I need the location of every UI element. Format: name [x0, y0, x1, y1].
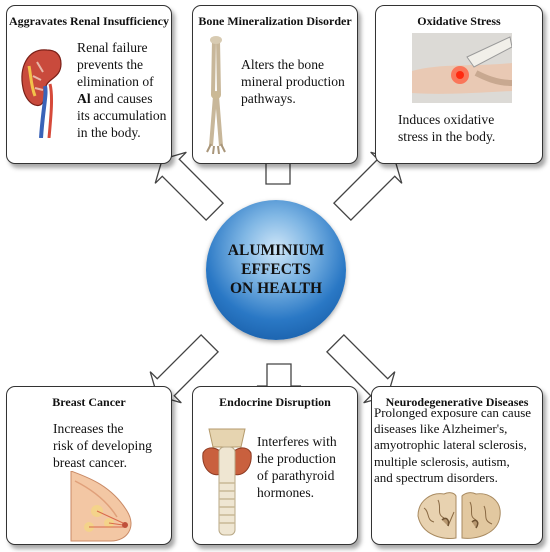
text-line: its accumulation — [77, 108, 167, 123]
bone-icon — [206, 36, 226, 154]
arrow-up-left — [154, 151, 225, 222]
text-line: Prolonged exposure can cause — [374, 405, 532, 420]
box-title: Neurodegenerative Diseases — [385, 395, 529, 409]
box-title: Aggravates Renal Insufficiency — [9, 14, 169, 28]
center-line-3: ON HEALTH — [229, 280, 323, 297]
center-circle: ALUMINIUM EFFECTS ON HEALTH — [206, 200, 346, 340]
text-line: Interferes with — [257, 434, 337, 449]
text-line: elimination of — [77, 74, 154, 89]
text-line: stress in the body. — [398, 129, 496, 144]
box-oxid-text: Induces oxidative stress in the body. — [398, 111, 538, 145]
text-line: the production — [257, 451, 336, 466]
text-line: mineral production — [241, 74, 345, 89]
center-line-1: ALUMINIUM — [227, 242, 325, 259]
text-line: amyotrophic lateral sclerosis, — [374, 437, 527, 453]
box-oxidative-stress: Oxidative Stress Induces oxidative stres… — [375, 5, 543, 164]
breast-anatomy-icon — [70, 471, 132, 542]
al-symbol: Al — [77, 91, 91, 106]
text-line: hormones. — [257, 485, 315, 500]
box-breast-cancer: Breast Cancer Increases the risk of deve… — [6, 386, 172, 545]
box-neuro-text: Prolonged exposure can cause diseases li… — [374, 405, 544, 486]
text-line: Renal failure — [77, 40, 148, 55]
box-title: Bone Mineralization Disorder — [198, 14, 352, 28]
kidney-icon — [21, 49, 62, 138]
arrow-down-right — [325, 333, 396, 404]
box-endo-text: Interferes with the production of parath… — [257, 433, 357, 501]
box-breast-text: Increases the risk of developing breast … — [53, 420, 173, 471]
injection-photo-icon — [412, 33, 512, 103]
center-line-2: EFFECTS — [241, 261, 311, 278]
brain-icon — [417, 492, 501, 539]
center-title: ALUMINIUM EFFECTS ON HEALTH — [206, 241, 346, 298]
text-line: prevents the — [77, 57, 144, 72]
box-title: Oxidative Stress — [417, 14, 501, 28]
text-line: Induces oxidative — [398, 112, 495, 127]
box-renal-insufficiency: Aggravates Renal Insufficiency Renal fai… — [6, 5, 172, 164]
box-bone-mineralization: Bone Mineralization Disorder Alters the … — [192, 5, 358, 164]
text-line: multiple sclerosis, autism, — [374, 453, 510, 469]
arrow-down-left — [149, 333, 220, 404]
text-line: breast cancer. — [53, 455, 127, 470]
box-bone-text: Alters the bone mineral production pathw… — [241, 56, 359, 107]
box-renal-text: Renal failure prevents the elimination o… — [77, 39, 171, 141]
text-line: in the body. — [77, 125, 141, 140]
box-endocrine-disruption: Endocrine Disruption Interferes with the… — [192, 386, 358, 545]
text-line: Increases the — [53, 421, 124, 436]
box-neurodegenerative-diseases: Neurodegenerative Diseases Prolonged exp… — [371, 386, 543, 545]
text-line: Alters the bone — [241, 57, 325, 72]
text-line: of parathyroid — [257, 468, 335, 483]
box-title: Endocrine Disruption — [219, 395, 331, 409]
arrow-up-right — [332, 151, 403, 222]
text-line: pathways. — [241, 91, 296, 106]
text-line: Al and causes — [77, 90, 171, 107]
text-line: risk of developing — [53, 438, 152, 453]
text-line: diseases like Alzheimer's, — [374, 421, 508, 437]
text-line: and spectrum disorders. — [374, 469, 498, 485]
box-title: Breast Cancer — [52, 395, 126, 409]
text-fragment: and causes — [94, 91, 153, 106]
thyroid-icon — [202, 428, 252, 536]
